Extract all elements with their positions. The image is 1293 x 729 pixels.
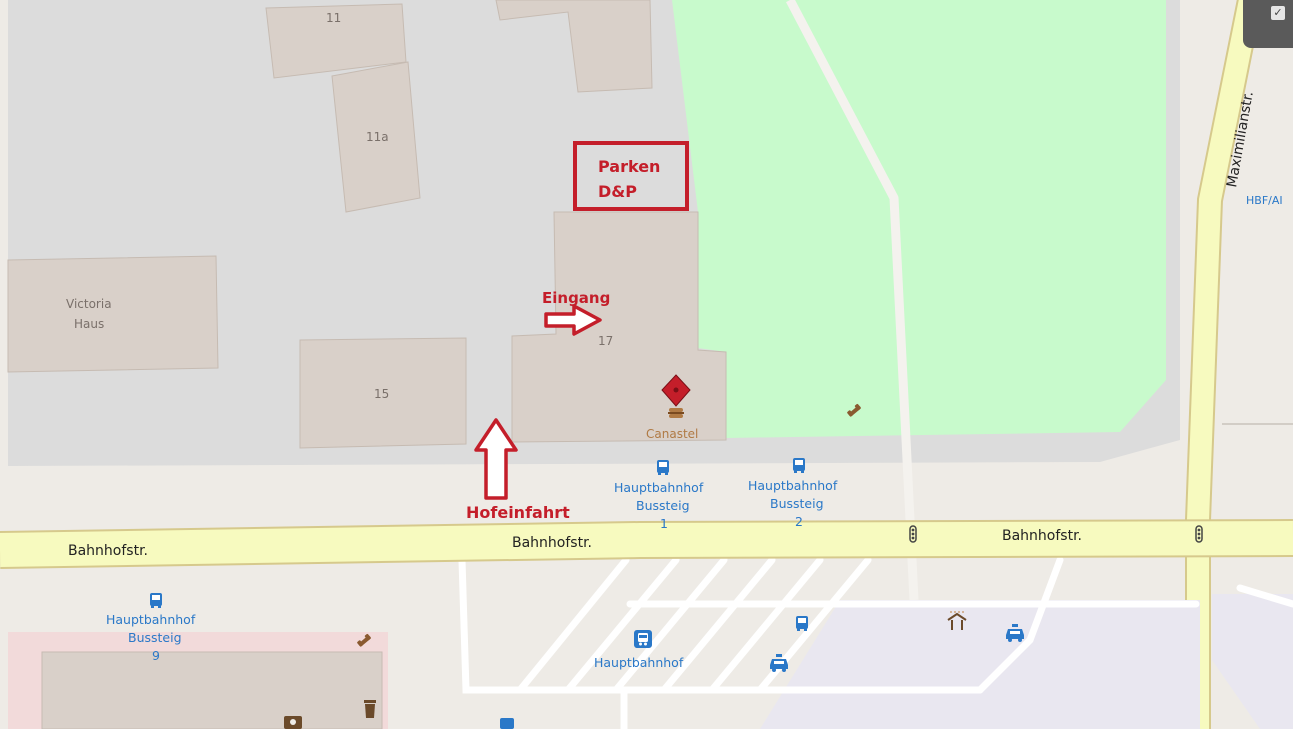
traffic-signal-icon [909,525,917,543]
bus-stop-label-9-line3: 9 [152,648,160,663]
service-roads [458,556,1293,729]
map-layer-control[interactable]: ✓ [1243,0,1293,48]
parking-annotation: Parken D&P [573,141,689,211]
driveway-label: Hofeinfahrt [466,503,570,522]
parking-annotation-line1: Parken [598,157,660,176]
driveway-arrow-icon [474,418,518,500]
bus-stop-icon[interactable] [150,593,162,608]
bus-stop-label-1-line2: Bussteig [636,498,690,513]
bus-stop-label-1-line3: 1 [660,516,668,531]
bus-station-icon[interactable] [634,630,652,648]
east-south-area [1212,594,1293,729]
bus-stop-label-9-line2: Bussteig [128,630,182,645]
street-label-bahnhofstr-east: Bahnhofstr. [1002,528,1082,544]
bus-stop-label-2-line3: 2 [795,514,803,529]
bus-station-area [760,600,1200,729]
entrance-label: Eingang [542,289,610,307]
waste-basket-icon [364,700,376,718]
street-label-bahnhofstr-center: Bahnhofstr. [512,535,592,551]
building-label-11: 11 [326,11,341,25]
entrance-arrow-icon [544,304,602,336]
parking-annotation-line2: D&P [598,182,637,201]
map-control-check-icon[interactable]: ✓ [1271,6,1285,20]
parking-icon [500,718,514,729]
bus-stop-icon[interactable] [796,616,808,631]
driveway-annotation: Hofeinfahrt [466,418,570,522]
viewpoint-icon [284,716,302,729]
taxi-icon [1006,624,1024,642]
entrance-annotation: Eingang [542,289,610,336]
building-15 [299,337,467,449]
building-label-17: 17 [598,334,613,348]
building-victoria-haus [7,255,219,373]
bus-stop-label-9-line1: Hauptbahnhof [106,612,196,627]
park-area [672,0,1166,438]
building-label-victoria-line1: Victoria [66,297,112,311]
building-north [495,0,653,93]
bus-stop-label-1-line1: Hauptbahnhof [614,480,704,495]
building-label-11a: 11a [366,130,389,144]
restaurant-label: Canastel [646,427,698,441]
street-label-hbf: HBF/AI [1246,194,1283,207]
bus-stop-label-2-line1: Hauptbahnhof [748,478,838,493]
bus-stop-label-2-line2: Bussteig [770,496,824,511]
footpath-park [786,0,919,601]
building-label-victoria-line2: Haus [74,317,104,331]
phone-icon [847,403,861,417]
building-label-15: 15 [374,387,389,401]
building-south [41,651,383,729]
traffic-signal-icon [1195,525,1203,543]
bus-station-label: Hauptbahnhof [594,655,684,670]
phone-icon [357,633,371,647]
bus-stop-icon[interactable] [657,460,669,475]
street-label-bahnhofstr-west: Bahnhofstr. [68,543,148,559]
building-11a [331,61,421,213]
restaurant-marker-icon[interactable] [661,374,691,418]
bus-stop-icon[interactable] [793,458,805,473]
taxi-icon [770,654,788,672]
shelter-icon [947,611,967,630]
bahnhofstr-road [0,521,1293,567]
